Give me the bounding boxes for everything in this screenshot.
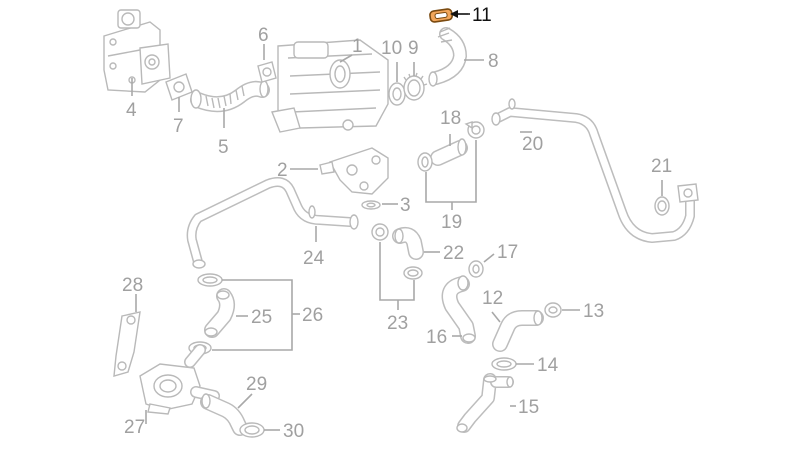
callout-10[interactable]: 10 [381,38,402,59]
part-24-pipe[interactable] [186,177,359,269]
part-8-hose[interactable] [428,27,467,87]
callout-25[interactable]: 25 [251,307,272,328]
part-16-hose[interactable] [441,275,476,344]
part-26-clamp-upper[interactable] [197,273,223,287]
callout-7[interactable]: 7 [173,116,184,137]
part-17-clamp[interactable] [468,260,484,278]
part-5-flex-pipe[interactable] [190,80,270,113]
callout-16[interactable]: 16 [426,327,447,348]
part-4-egr-valve[interactable] [103,9,171,93]
callout-5[interactable]: 5 [218,137,229,158]
part-22-elbow-hose[interactable] [392,226,424,260]
callout-6[interactable]: 6 [258,25,269,46]
callout-28[interactable]: 28 [122,275,143,296]
part-3-washer[interactable] [361,200,381,210]
callout-23[interactable]: 23 [387,313,408,334]
callout-8[interactable]: 8 [488,51,499,72]
callout-29[interactable]: 29 [246,374,267,395]
callout-labels: 1 2 3 4 5 6 7 8 9 10 11 12 13 14 15 16 1… [122,5,672,442]
callout-30[interactable]: 30 [283,421,304,442]
callout-13[interactable]: 13 [583,301,604,322]
callout-24[interactable]: 24 [303,248,325,269]
part-14-clamp[interactable] [491,357,517,371]
part-21-o-ring[interactable] [654,196,670,216]
callout-21[interactable]: 21 [651,156,672,177]
part-25-hose[interactable] [204,288,235,338]
callout-14[interactable]: 14 [537,355,559,376]
callout-18[interactable]: 18 [440,108,461,129]
part-9-clamp[interactable] [403,72,428,101]
part-23-clamp-upper[interactable] [371,223,389,241]
part-28-bracket[interactable] [113,311,141,377]
part-1-egr-cooler[interactable] [271,39,389,133]
callout-2[interactable]: 2 [277,160,288,181]
part-2-bracket[interactable] [319,147,389,195]
part-12-hose[interactable] [492,310,544,352]
callout-19[interactable]: 19 [441,212,462,233]
leader-arrow-11 [450,10,470,18]
callout-4[interactable]: 4 [126,100,137,121]
callout-22[interactable]: 22 [443,243,464,264]
callout-27[interactable]: 27 [124,417,145,438]
callout-26[interactable]: 26 [302,305,323,326]
part-29-hose[interactable] [200,393,248,436]
part-18-hose[interactable] [430,138,468,166]
part-19-clamp-right[interactable] [464,121,485,139]
part-23-clamp-lower[interactable] [403,266,423,280]
callout-15[interactable]: 15 [518,397,539,418]
callout-1[interactable]: 1 [352,36,363,57]
leader-lines [131,13,663,431]
callout-9[interactable]: 9 [408,38,419,59]
part-19-clamp-left[interactable] [417,152,433,172]
callout-12[interactable]: 12 [482,288,503,309]
part-6-gasket[interactable] [257,61,277,83]
callout-20[interactable]: 20 [522,134,543,155]
part-15-connector[interactable] [456,373,514,433]
part-13-clamp[interactable] [544,302,562,318]
part-7-gasket[interactable] [165,73,193,101]
part-30-clamp[interactable] [239,422,265,438]
part-10-seal[interactable] [388,82,406,106]
callout-17[interactable]: 17 [497,242,518,263]
callout-11[interactable]: 11 [472,5,492,26]
part-11-gasket-highlighted[interactable] [429,8,454,23]
part-20-pipe[interactable] [491,98,699,243]
callout-3[interactable]: 3 [400,195,411,216]
